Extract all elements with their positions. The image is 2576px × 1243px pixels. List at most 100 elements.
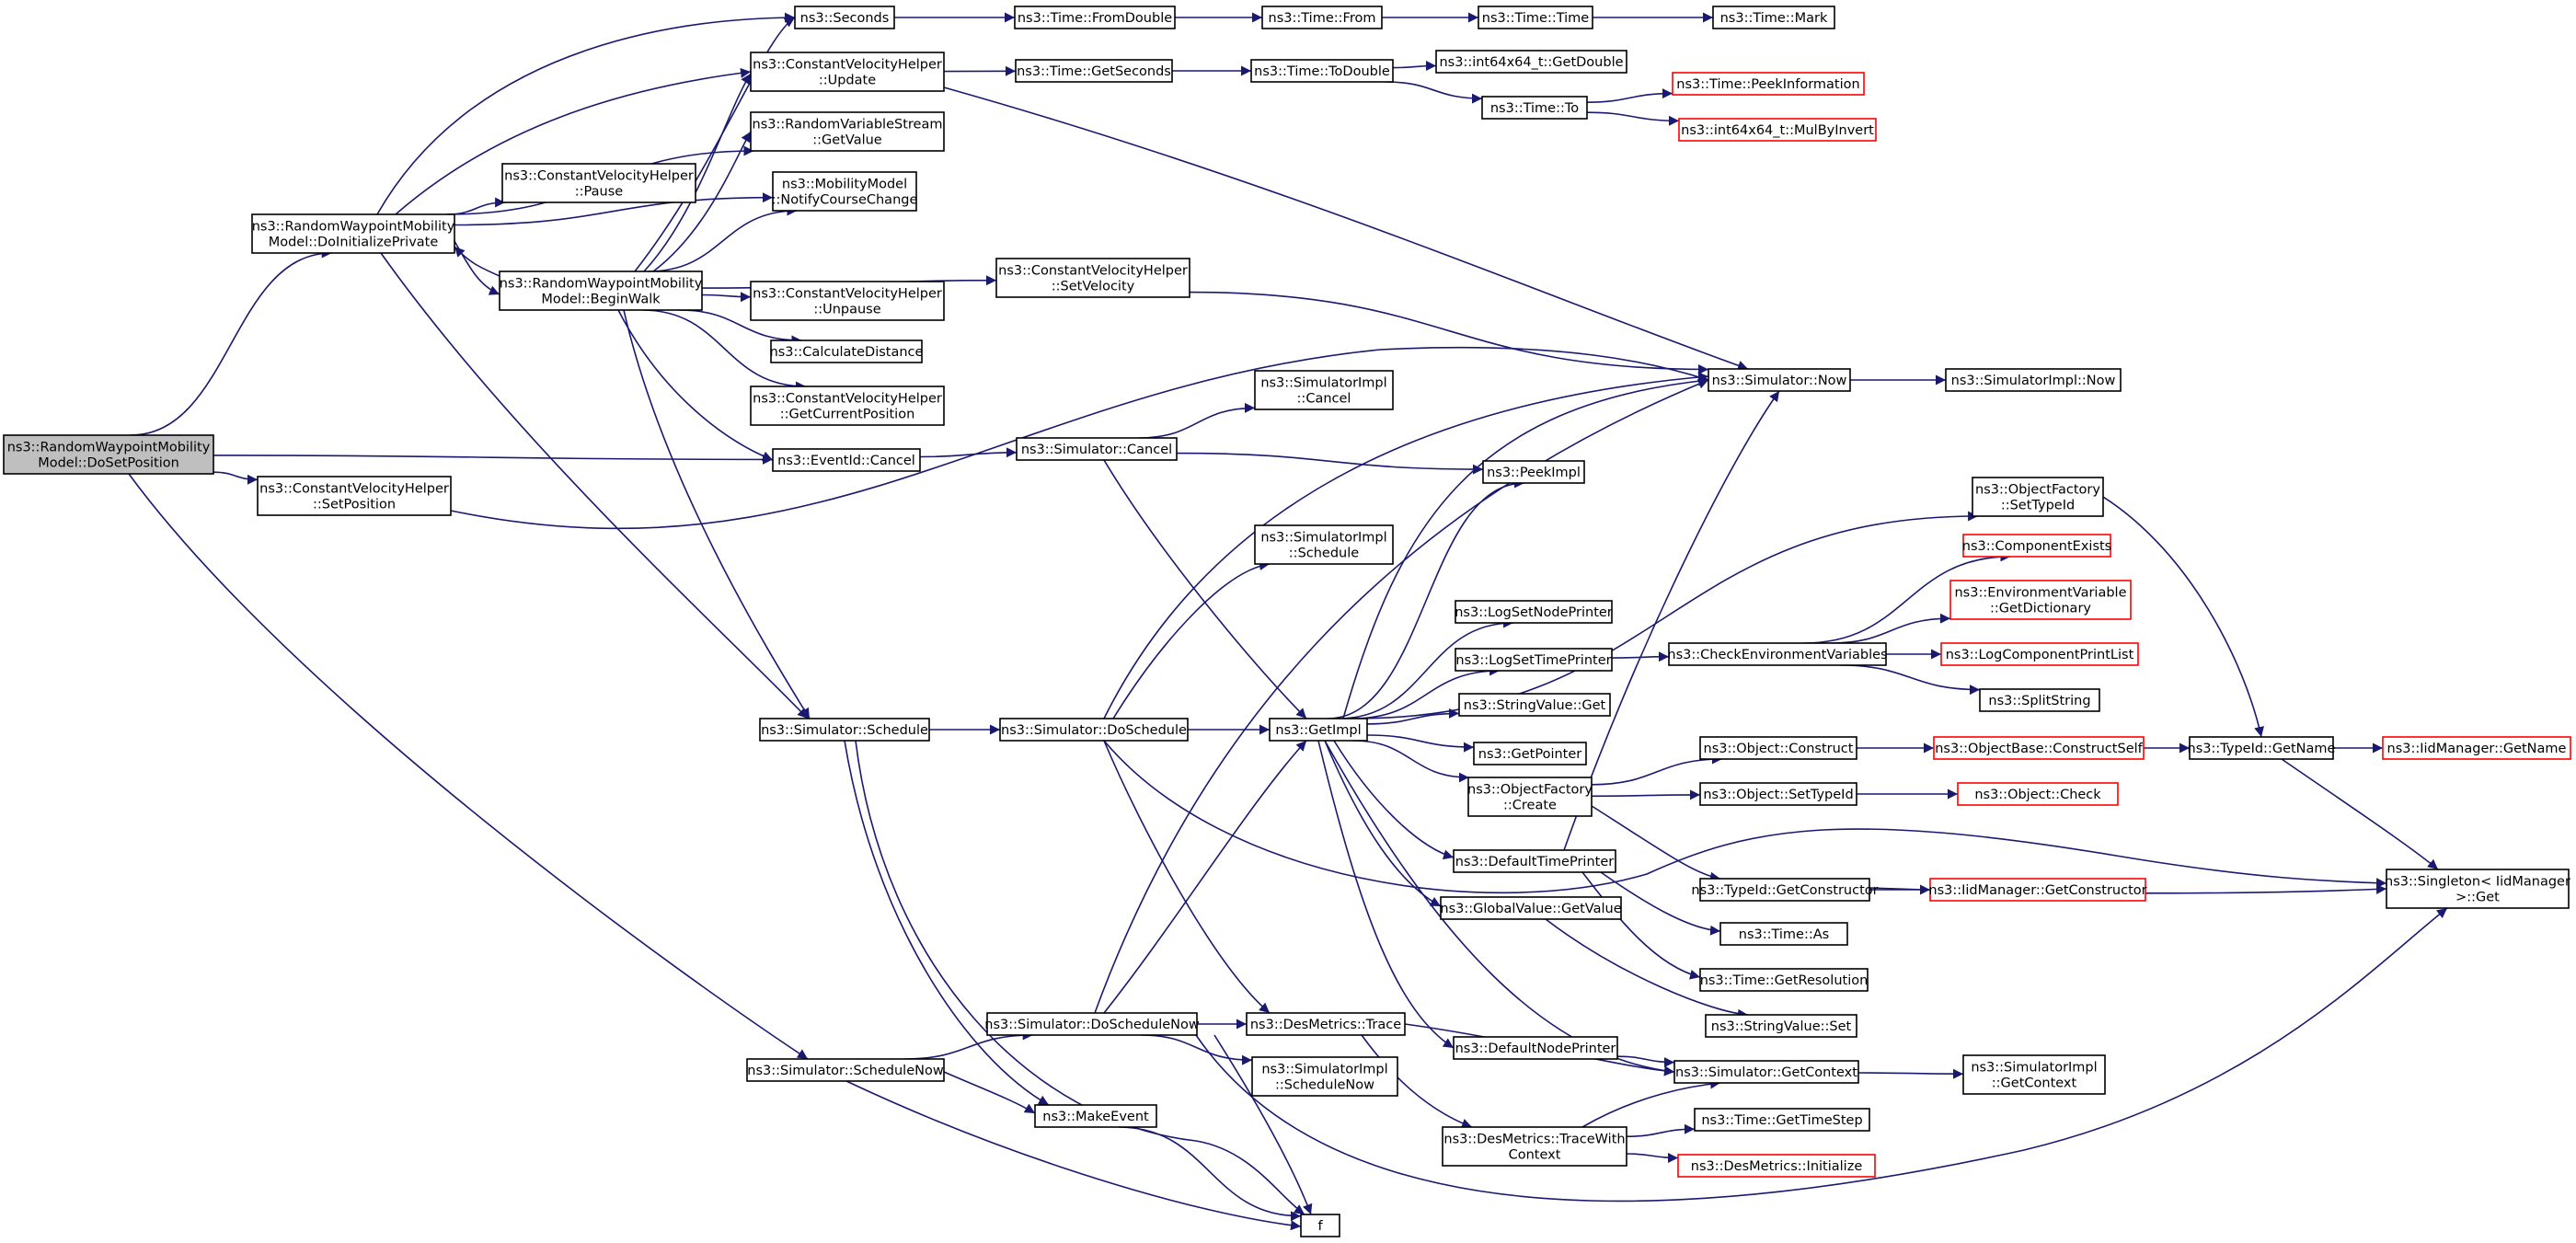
node-object-check[interactable]: ns3::Object::Check xyxy=(1957,782,2119,806)
node-simulator-now[interactable]: ns3::Simulator::Now xyxy=(1708,368,1851,392)
node-makeevent[interactable]: ns3::MakeEvent xyxy=(1034,1104,1157,1128)
node-time-from[interactable]: ns3::Time::From xyxy=(1261,6,1383,29)
node-objectfactory-settypeid[interactable]: ns3::ObjectFactory::SetTypeId xyxy=(1972,477,2104,517)
node-objectbase-constructself[interactable]: ns3::ObjectBase::ConstructSelf xyxy=(1933,736,2145,760)
node-simulatorimpl-cancel-box xyxy=(1254,370,1394,410)
node-simulator-getcontext[interactable]: ns3::Simulator::GetContext xyxy=(1673,1060,1859,1084)
node-constantvelocityhelper-unpause-label: ns3::ConstantVelocityHelper xyxy=(753,287,942,302)
node-object-construct[interactable]: ns3::Object::Construct xyxy=(1699,736,1857,760)
edge-n11-n12 xyxy=(1586,88,1673,103)
node-simulatorimpl-schedulenow[interactable]: ns3::SimulatorImpl::ScheduleNow xyxy=(1251,1056,1398,1097)
node-time-as[interactable]: ns3::Time::As xyxy=(1719,922,1848,946)
node-constantvelocityhelper-pause[interactable]: ns3::ConstantVelocityHelper::Pause xyxy=(501,163,696,203)
node-constantvelocityhelper-setposition[interactable]: ns3::ConstantVelocityHelper::SetPosition xyxy=(257,476,452,516)
node-logcomponentprintlist[interactable]: ns3::LogComponentPrintList xyxy=(1940,642,2139,666)
node-eventid-cancel[interactable]: ns3::EventId::Cancel xyxy=(772,448,921,472)
node-globalvalue-getvalue[interactable]: ns3::GlobalValue::GetValue xyxy=(1440,896,1622,920)
edge-n0-n25 xyxy=(213,454,774,465)
edge-n57-n22 xyxy=(1094,379,1709,1014)
node-simulatorimpl-getcontext[interactable]: ns3::SimulatorImpl::GetContext xyxy=(1962,1054,2106,1095)
node-randomwaypoint-doinitializeprivate[interactable]: ns3::RandomWaypointMobilityModel::DoInit… xyxy=(251,213,455,254)
node-simulator-cancel[interactable]: ns3::Simulator::Cancel xyxy=(1016,437,1178,461)
node-simulatorimpl-getcontext-box xyxy=(1962,1054,2106,1095)
node-constantvelocityhelper-unpause[interactable]: ns3::ConstantVelocityHelper::Unpause xyxy=(750,281,945,321)
node-randomvariablestream-getvalue-label: ns3::RandomVariableStream xyxy=(753,118,943,132)
node-time-getresolution[interactable]: ns3::Time::GetResolution xyxy=(1699,968,1869,992)
node-mobilitymodel-notifycoursechange[interactable]: ns3::MobilityModel::NotifyCourseChange xyxy=(772,171,918,212)
node-simulatorimpl-now[interactable]: ns3::SimulatorImpl::Now xyxy=(1945,368,2122,392)
node-object-settypeid[interactable]: ns3::Object::SetTypeId xyxy=(1699,782,1857,806)
node-iidmanager-getname[interactable]: ns3::IidManager::GetName xyxy=(2382,736,2571,760)
node-desmetrics-initialize[interactable]: ns3::DesMetrics::Initialize xyxy=(1677,1154,1876,1178)
node-environmentvariable-getdictionary[interactable]: ns3::EnvironmentVariable::GetDictionary xyxy=(1949,580,2132,620)
node-singleton-iidmanager-get[interactable]: ns3::Singleton< IidManager >::Get xyxy=(2385,869,2570,909)
node-stringvalue-get[interactable]: ns3::StringValue::Get xyxy=(1458,693,1611,717)
node-simulator-schedule[interactable]: ns3::Simulator::Schedule xyxy=(759,718,930,742)
node-simulator-schedulenow[interactable]: ns3::Simulator::ScheduleNow xyxy=(746,1058,945,1082)
node-objectfactory-settypeid-label: ns3::ObjectFactory xyxy=(1975,483,2100,498)
node-checkenvironmentvariables[interactable]: ns3::CheckEnvironmentVariables xyxy=(1667,642,1888,666)
edge-n41-n62 xyxy=(1317,740,1455,1049)
node-simulatorimpl-schedulenow-label: ::ScheduleNow xyxy=(1275,1078,1374,1093)
node-time-todouble[interactable]: ns3::Time::ToDouble xyxy=(1250,59,1394,83)
node-time-gettimestep[interactable]: ns3::Time::GetTimeStep xyxy=(1694,1108,1870,1132)
node-defaultnodeprinter[interactable]: ns3::DefaultNodePrinter xyxy=(1453,1036,1618,1060)
node-simulatorimpl-cancel-label: ns3::SimulatorImpl xyxy=(1260,376,1386,391)
node-time-to[interactable]: ns3::Time::To xyxy=(1481,96,1588,120)
node-time-mark[interactable]: ns3::Time::Mark xyxy=(1712,6,1835,29)
node-constantvelocityhelper-pause-label: ns3::ConstantVelocityHelper xyxy=(504,169,694,184)
node-simulatorimpl-cancel[interactable]: ns3::SimulatorImpl::Cancel xyxy=(1254,370,1394,410)
node-simulator-schedule-label: ns3::Simulator::Schedule xyxy=(761,723,928,738)
node-simulator-doschedulenow[interactable]: ns3::Simulator::DoScheduleNow xyxy=(984,1012,1200,1036)
node-randomwaypoint-beginwalk[interactable]: ns3::RandomWaypointMobilityModel::BeginW… xyxy=(499,270,703,311)
node-iidmanager-getconstructor[interactable]: ns3::IidManager::GetConstructor xyxy=(1928,878,2147,902)
node-constantvelocityhelper-getcurrentposition[interactable]: ns3::ConstantVelocityHelper::GetCurrentP… xyxy=(750,386,945,426)
node-componentexists[interactable]: ns3::ComponentExists xyxy=(1962,534,2112,558)
node-time-time[interactable]: ns3::Time::Time xyxy=(1478,6,1593,29)
node-desmetrics-trace[interactable]: ns3::DesMetrics::Trace xyxy=(1246,1012,1406,1036)
node-int64x64-mulbyinvert[interactable]: ns3::int64x64_t::MulByInvert xyxy=(1678,118,1877,142)
node-time-fromdouble[interactable]: ns3::Time::FromDouble xyxy=(1014,6,1176,29)
node-simulatorimpl-schedulenow-label: ns3::SimulatorImpl xyxy=(1261,1063,1387,1077)
edge-n47-n48 xyxy=(1591,789,1701,800)
node-defaulttimeprinter-label: ns3::DefaultTimePrinter xyxy=(1455,855,1614,869)
edge-n9-n11 xyxy=(1386,81,1483,104)
node-simulatorimpl-schedule[interactable]: ns3::SimulatorImpl::Schedule xyxy=(1254,524,1394,565)
node-typeid-getname[interactable]: ns3::TypeId::GetName xyxy=(2188,736,2336,760)
node-checkenvironmentvariables-box xyxy=(1668,642,1887,666)
node-calculatedistance[interactable]: ns3::CalculateDistance xyxy=(770,340,924,363)
edge-n17-n19 xyxy=(701,292,752,303)
node-time-peekinformation[interactable]: ns3::Time::PeekInformation xyxy=(1672,72,1865,96)
node-constantvelocityhelper-setvelocity[interactable]: ns3::ConstantVelocityHelper::SetVelocity xyxy=(995,258,1190,298)
node-getimpl[interactable]: ns3::GetImpl xyxy=(1269,718,1368,742)
edge-n41-n27 xyxy=(1327,478,1525,719)
node-seconds[interactable]: ns3::Seconds xyxy=(794,6,895,29)
node-time-peekinformation-box xyxy=(1672,72,1865,96)
edge-n17-n1 xyxy=(454,246,500,277)
node-simulator-doschedule[interactable]: ns3::Simulator::DoSchedule xyxy=(999,718,1189,742)
node-objectfactory-create[interactable]: ns3::ObjectFactory::Create xyxy=(1467,777,1593,817)
node-stringvalue-set[interactable]: ns3::StringValue::Set xyxy=(1705,1014,1857,1038)
node-peekimpl[interactable]: ns3::PeekImpl xyxy=(1482,460,1585,484)
node-time-time-label: ns3::Time::Time xyxy=(1482,11,1590,26)
node-logsetnodeprinter[interactable]: ns3::LogSetNodePrinter xyxy=(1455,600,1613,624)
node-splitstring[interactable]: ns3::SplitString xyxy=(1979,688,2100,712)
edge-n17-n14 xyxy=(652,131,752,272)
node-getpointer[interactable]: ns3::GetPointer xyxy=(1473,742,1587,765)
edge-n50-n22 xyxy=(1563,390,1780,851)
edge-n65-n69 xyxy=(1118,1126,1302,1222)
node-typeid-getconstructor[interactable]: ns3::TypeId::GetConstructor xyxy=(1691,878,1879,902)
node-int64x64-getdouble[interactable]: ns3::int64x64_t::GetDouble xyxy=(1435,50,1627,74)
node-defaulttimeprinter[interactable]: ns3::DefaultTimePrinter xyxy=(1453,849,1616,873)
node-mobilitymodel-notifycoursechange-box xyxy=(772,171,917,212)
node-constantvelocityhelper-update-label: ::Update xyxy=(819,74,876,88)
node-time-getseconds[interactable]: ns3::Time::GetSeconds xyxy=(1015,59,1173,83)
node-logsettimeprinter[interactable]: ns3::LogSetTimePrinter xyxy=(1455,648,1613,672)
node-logsetnodeprinter-label: ns3::LogSetNodePrinter xyxy=(1455,605,1613,620)
node-constantvelocityhelper-update[interactable]: ns3::ConstantVelocityHelper::Update xyxy=(750,52,945,92)
node-f[interactable]: f xyxy=(1300,1214,1340,1237)
node-time-from-label: ns3::Time::From xyxy=(1269,11,1376,26)
node-randomvariablestream-getvalue[interactable]: ns3::RandomVariableStream::GetValue xyxy=(750,111,945,152)
node-time-to-label: ns3::Time::To xyxy=(1490,101,1579,116)
